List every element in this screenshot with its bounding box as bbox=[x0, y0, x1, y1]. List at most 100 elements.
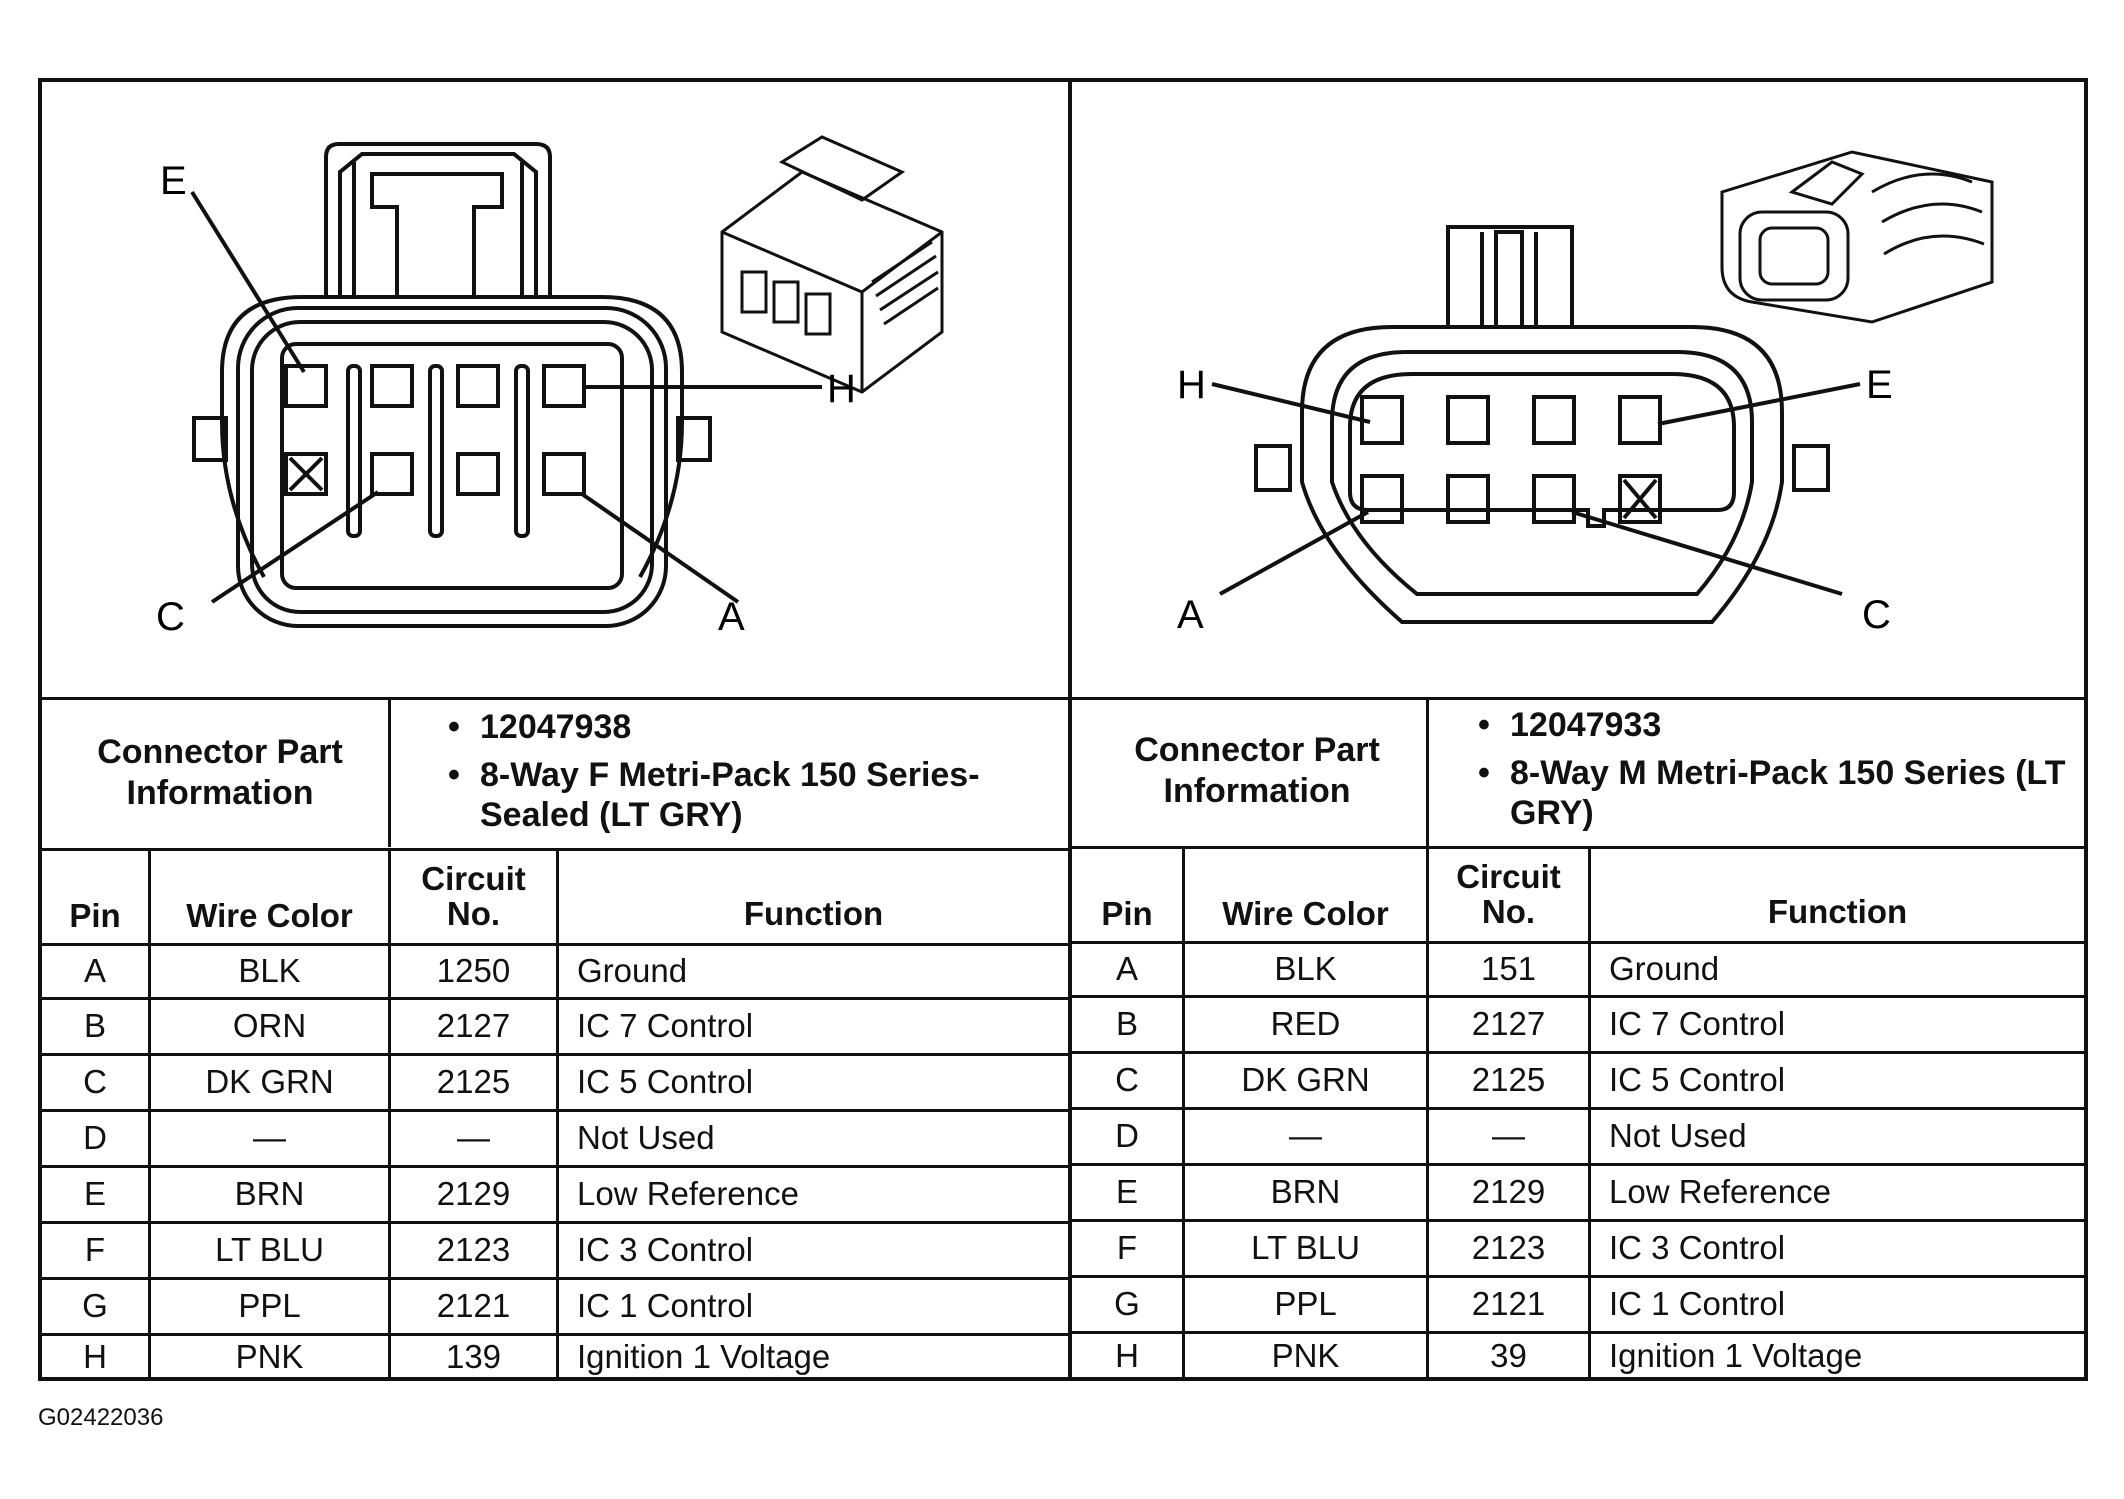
right-header-rule bbox=[1068, 941, 2088, 944]
pin-cell: G bbox=[82, 1287, 108, 1325]
right-header-pin: Pin bbox=[1101, 894, 1153, 932]
circuit-cell: 2121 bbox=[436, 1287, 511, 1325]
function-cell: IC 5 Control bbox=[577, 1063, 754, 1101]
left-part-description: 8-Way F Metri-Pack 150 Series-Sealed (LT… bbox=[480, 756, 980, 835]
figure-id: G02422036 bbox=[38, 1404, 164, 1431]
left-connector-face: E H C A bbox=[156, 135, 944, 639]
function-cell: Not Used bbox=[577, 1119, 715, 1157]
pin-cell: G bbox=[1114, 1285, 1140, 1323]
right-pin-label-h: H bbox=[1177, 363, 1206, 407]
wire-color-cell: PPL bbox=[238, 1287, 301, 1325]
left-pin-label-h: H bbox=[827, 367, 856, 411]
right-row-rule bbox=[1068, 1219, 2088, 1222]
left-header-pin: Pin bbox=[69, 896, 121, 934]
left-col-rule bbox=[388, 848, 391, 1381]
right-header-circuit: Circuit No. bbox=[1456, 858, 1561, 930]
wire-color-cell: PNK bbox=[235, 1338, 304, 1376]
function-cell: Low Reference bbox=[577, 1175, 799, 1213]
right-connector-info-label: Connector Part Information bbox=[1134, 731, 1380, 810]
pin-cell: B bbox=[1115, 1005, 1138, 1043]
center-divider bbox=[1068, 78, 1072, 1381]
left-header-function: Function bbox=[743, 894, 884, 932]
pin-cell: C bbox=[1115, 1061, 1139, 1099]
left-connector-info-label: Connector Part Information bbox=[97, 733, 343, 812]
function-cell: IC 1 Control bbox=[577, 1287, 754, 1325]
wire-color-cell: DK GRN bbox=[1241, 1061, 1370, 1099]
function-cell: IC 1 Control bbox=[1609, 1285, 1786, 1323]
table-top-rule bbox=[38, 697, 2088, 700]
left-info-rule bbox=[38, 848, 1070, 851]
wire-color-cell: BRN bbox=[234, 1175, 305, 1213]
pin-cell: A bbox=[1115, 950, 1138, 988]
circuit-cell: 2129 bbox=[1471, 1173, 1546, 1211]
wire-color-cell: ORN bbox=[232, 1007, 307, 1045]
circuit-cell: 2125 bbox=[436, 1063, 511, 1101]
circuit-cell: 2123 bbox=[436, 1231, 511, 1269]
left-row-rule bbox=[38, 997, 1070, 1000]
pin-cell: A bbox=[83, 952, 106, 990]
circuit-cell: 2127 bbox=[1471, 1005, 1546, 1043]
wire-color-cell: PPL bbox=[1274, 1285, 1337, 1323]
left-pin-label-e: E bbox=[160, 159, 187, 203]
pin-cell: E bbox=[1115, 1173, 1138, 1211]
right-info-col-rule bbox=[1426, 697, 1429, 847]
left-header-circuit: Circuit No. bbox=[421, 860, 526, 932]
right-row-rule bbox=[1068, 1051, 2088, 1054]
pin-cell: H bbox=[1115, 1337, 1139, 1375]
left-row-rule bbox=[38, 1109, 1070, 1112]
right-header-wire-color: Wire Color bbox=[1222, 894, 1389, 932]
pin-cell: F bbox=[1116, 1229, 1138, 1267]
circuit-cell: — bbox=[457, 1119, 490, 1157]
left-row-rule bbox=[38, 1165, 1070, 1168]
function-cell: IC 7 Control bbox=[577, 1007, 754, 1045]
wire-color-cell: RED bbox=[1270, 1005, 1341, 1043]
right-header-function: Function bbox=[1767, 892, 1908, 930]
function-cell: Ignition 1 Voltage bbox=[1609, 1337, 1863, 1375]
left-col-rule bbox=[148, 848, 151, 1381]
right-part-info: •12047933 •8-Way M Metri-Pack 150 Series… bbox=[1478, 705, 2078, 833]
right-pin-label-e: E bbox=[1866, 363, 1893, 407]
left-col-rule bbox=[556, 848, 559, 1381]
right-col-rule bbox=[1588, 846, 1591, 1381]
circuit-cell: 39 bbox=[1490, 1337, 1527, 1375]
function-cell: IC 5 Control bbox=[1609, 1061, 1786, 1099]
function-cell: IC 3 Control bbox=[577, 1231, 754, 1269]
function-cell: Not Used bbox=[1609, 1117, 1747, 1155]
left-row-rule bbox=[38, 1277, 1070, 1280]
diagram-frame bbox=[38, 78, 2088, 1381]
pin-cell: H bbox=[83, 1338, 107, 1376]
circuit-cell: 1250 bbox=[436, 952, 511, 990]
pin-cell: F bbox=[84, 1231, 106, 1269]
right-connector-face: H E A C bbox=[1177, 150, 1994, 637]
right-row-rule bbox=[1068, 1331, 2088, 1334]
circuit-cell: 2121 bbox=[1471, 1285, 1546, 1323]
left-info-col-rule bbox=[388, 697, 391, 847]
left-row-rule bbox=[38, 1221, 1070, 1224]
wire-color-cell: PNK bbox=[1271, 1337, 1340, 1375]
left-pin-label-c: C bbox=[156, 595, 185, 639]
function-cell: Ignition 1 Voltage bbox=[577, 1338, 831, 1376]
left-header-wire-color: Wire Color bbox=[186, 896, 353, 934]
wire-color-cell: — bbox=[253, 1119, 286, 1157]
right-part-number: 12047933 bbox=[1510, 706, 1662, 744]
pin-cell: B bbox=[83, 1007, 106, 1045]
wire-color-cell: LT BLU bbox=[215, 1231, 324, 1269]
function-cell: Ground bbox=[1609, 950, 1720, 988]
connector-3d-icon bbox=[1720, 150, 1994, 324]
left-row-rule bbox=[38, 1333, 1070, 1336]
pin-cell: E bbox=[83, 1175, 106, 1213]
right-pin-label-c: C bbox=[1862, 593, 1891, 637]
function-cell: IC 3 Control bbox=[1609, 1229, 1786, 1267]
pin-cell: D bbox=[1115, 1117, 1139, 1155]
right-part-description: 8-Way M Metri-Pack 150 Series (LT GRY) bbox=[1510, 754, 2066, 833]
left-part-number: 12047938 bbox=[480, 708, 632, 746]
right-row-rule bbox=[1068, 1275, 2088, 1278]
circuit-cell: 2123 bbox=[1471, 1229, 1546, 1267]
circuit-cell: 2125 bbox=[1471, 1061, 1546, 1099]
wire-color-cell: — bbox=[1289, 1117, 1322, 1155]
left-part-info: •12047938 •8-Way F Metri-Pack 150 Series… bbox=[448, 707, 1048, 835]
wire-color-cell: BLK bbox=[1274, 950, 1337, 988]
wire-color-cell: LT BLU bbox=[1251, 1229, 1360, 1267]
circuit-cell: — bbox=[1492, 1117, 1525, 1155]
pin-cell: D bbox=[83, 1119, 107, 1157]
